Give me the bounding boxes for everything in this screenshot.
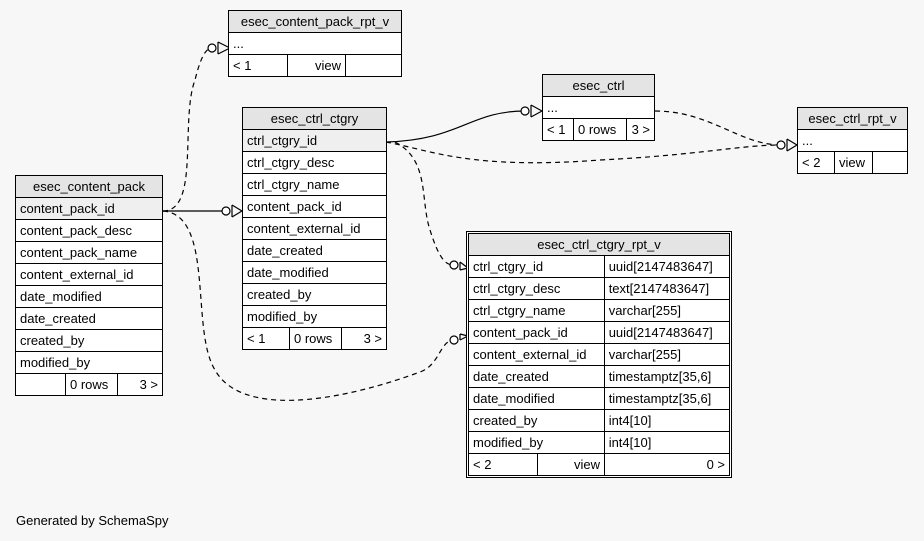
parents-count: < 2 — [473, 457, 492, 472]
edge-crow-foot — [530, 104, 543, 118]
table-title: esec_ctrl_rpt_v — [798, 108, 907, 130]
parents-count: < 1 — [233, 58, 252, 73]
edge-ctrl-ctgry-to-ctrl — [385, 110, 526, 143]
children-count — [345, 55, 401, 76]
column-date-modified: date_modified — [16, 285, 162, 308]
edge-ctrl-ctgry-to-ctrl-rpt-v — [385, 141, 782, 164]
column-type: timestamptz[35,6] — [603, 365, 729, 388]
column-content-pack-id: content_pack_id — [16, 197, 162, 220]
row-count: 0 rows — [573, 119, 626, 140]
edge-end-circle — [449, 335, 459, 345]
table-kind: view — [834, 152, 872, 173]
column-date-created: date_created — [469, 365, 605, 388]
column-content-pack-desc: content_pack_desc — [16, 219, 162, 242]
column-content-pack-id: content_pack_id — [469, 321, 605, 344]
column-date-created: date_created — [16, 307, 162, 330]
column-created-by: created_by — [469, 409, 605, 432]
column-date-created: date_created — [243, 239, 386, 262]
edge-end-circle — [221, 206, 231, 216]
column-type: uuid[2147483647] — [603, 255, 729, 278]
table-kind: view — [287, 55, 345, 76]
children-count: 3 > — [341, 328, 386, 349]
edge-end-circle — [207, 43, 217, 53]
parents-count — [16, 374, 65, 395]
edge-end-circle — [520, 106, 530, 116]
edge-end-circle — [449, 260, 459, 270]
table-title: esec_content_pack_rpt_v — [229, 11, 401, 33]
column-created-by: created_by — [16, 329, 162, 352]
table-title: esec_ctrl — [543, 75, 654, 97]
parents-count: < 2 — [802, 155, 821, 170]
column-date-modified: date_modified — [469, 387, 605, 410]
row-count: 0 rows — [65, 374, 117, 395]
edge-ctrl-ctgry-to-ctrl-ctgry-rpt-v — [394, 141, 455, 266]
table-esec-ctrl[interactable]: esec_ctrl ... < 1 0 rows 3 > — [542, 74, 655, 141]
column-content-external-id: content_external_id — [243, 217, 386, 240]
edge-end-circle — [776, 140, 786, 150]
column-content-external-id: content_external_id — [16, 263, 162, 286]
column-ellipsis: ... — [543, 96, 654, 118]
column-content-external-id: content_external_id — [469, 343, 605, 366]
column-ctrl-ctgry-name: ctrl_ctgry_name — [243, 173, 386, 196]
column-ctrl-ctgry-id: ctrl_ctgry_id — [469, 255, 605, 278]
children-count — [872, 152, 907, 173]
column-ctrl-ctgry-desc: ctrl_ctgry_desc — [469, 277, 605, 300]
column-created-by: created_by — [243, 283, 386, 306]
column-content-pack-id: content_pack_id — [243, 195, 386, 218]
column-type: uuid[2147483647] — [603, 321, 729, 344]
table-title: esec_ctrl_ctgry — [243, 108, 386, 130]
parents-count: < 1 — [547, 122, 566, 137]
table-title: esec_content_pack — [16, 176, 162, 198]
parents-count: < 1 — [247, 331, 266, 346]
table-title: esec_ctrl_ctgry_rpt_v — [469, 234, 729, 256]
column-type: text[2147483647] — [603, 277, 729, 300]
table-kind: view — [537, 454, 604, 475]
table-esec-ctrl-rpt-v[interactable]: esec_ctrl_rpt_v ... < 2 view — [797, 107, 908, 174]
column-modified-by: modified_by — [243, 305, 386, 327]
table-esec-ctrl-ctgry[interactable]: esec_ctrl_ctgry ctrl_ctgry_id ctrl_ctgry… — [242, 107, 387, 350]
table-esec-content-pack-rpt-v[interactable]: esec_content_pack_rpt_v ... < 1 view — [228, 10, 402, 77]
column-type: timestamptz[35,6] — [603, 387, 729, 410]
generated-by-label: Generated by SchemaSpy — [16, 513, 169, 528]
edge-ctrl-to-ctrl-rpt-v — [654, 110, 782, 146]
column-ctrl-ctgry-id: ctrl_ctgry_id — [243, 129, 386, 152]
column-modified-by: modified_by — [469, 431, 605, 453]
edge-crow-foot — [231, 204, 243, 218]
column-ellipsis: ... — [798, 129, 907, 151]
row-count: 0 rows — [289, 328, 341, 349]
edge-content-pack-to-content-pack-rpt-v — [162, 47, 213, 212]
children-count: 0 > — [604, 454, 729, 475]
edge-content-pack-to-ctrl-ctgry-rpt-v — [162, 210, 455, 401]
column-ctrl-ctgry-desc: ctrl_ctgry_desc — [243, 151, 386, 174]
column-date-modified: date_modified — [243, 261, 386, 284]
column-ctrl-ctgry-name: ctrl_ctgry_name — [469, 299, 605, 322]
column-modified-by: modified_by — [16, 351, 162, 373]
column-type: varchar[255] — [603, 299, 729, 322]
edge-crow-foot — [786, 138, 798, 152]
column-type: int4[10] — [603, 431, 729, 453]
column-type: int4[10] — [603, 409, 729, 432]
children-count: 3 > — [626, 119, 654, 140]
children-count: 3 > — [117, 374, 162, 395]
column-content-pack-name: content_pack_name — [16, 241, 162, 264]
column-type: varchar[255] — [603, 343, 729, 366]
table-esec-content-pack[interactable]: esec_content_pack content_pack_id conten… — [15, 175, 163, 396]
column-ellipsis: ... — [229, 32, 401, 54]
